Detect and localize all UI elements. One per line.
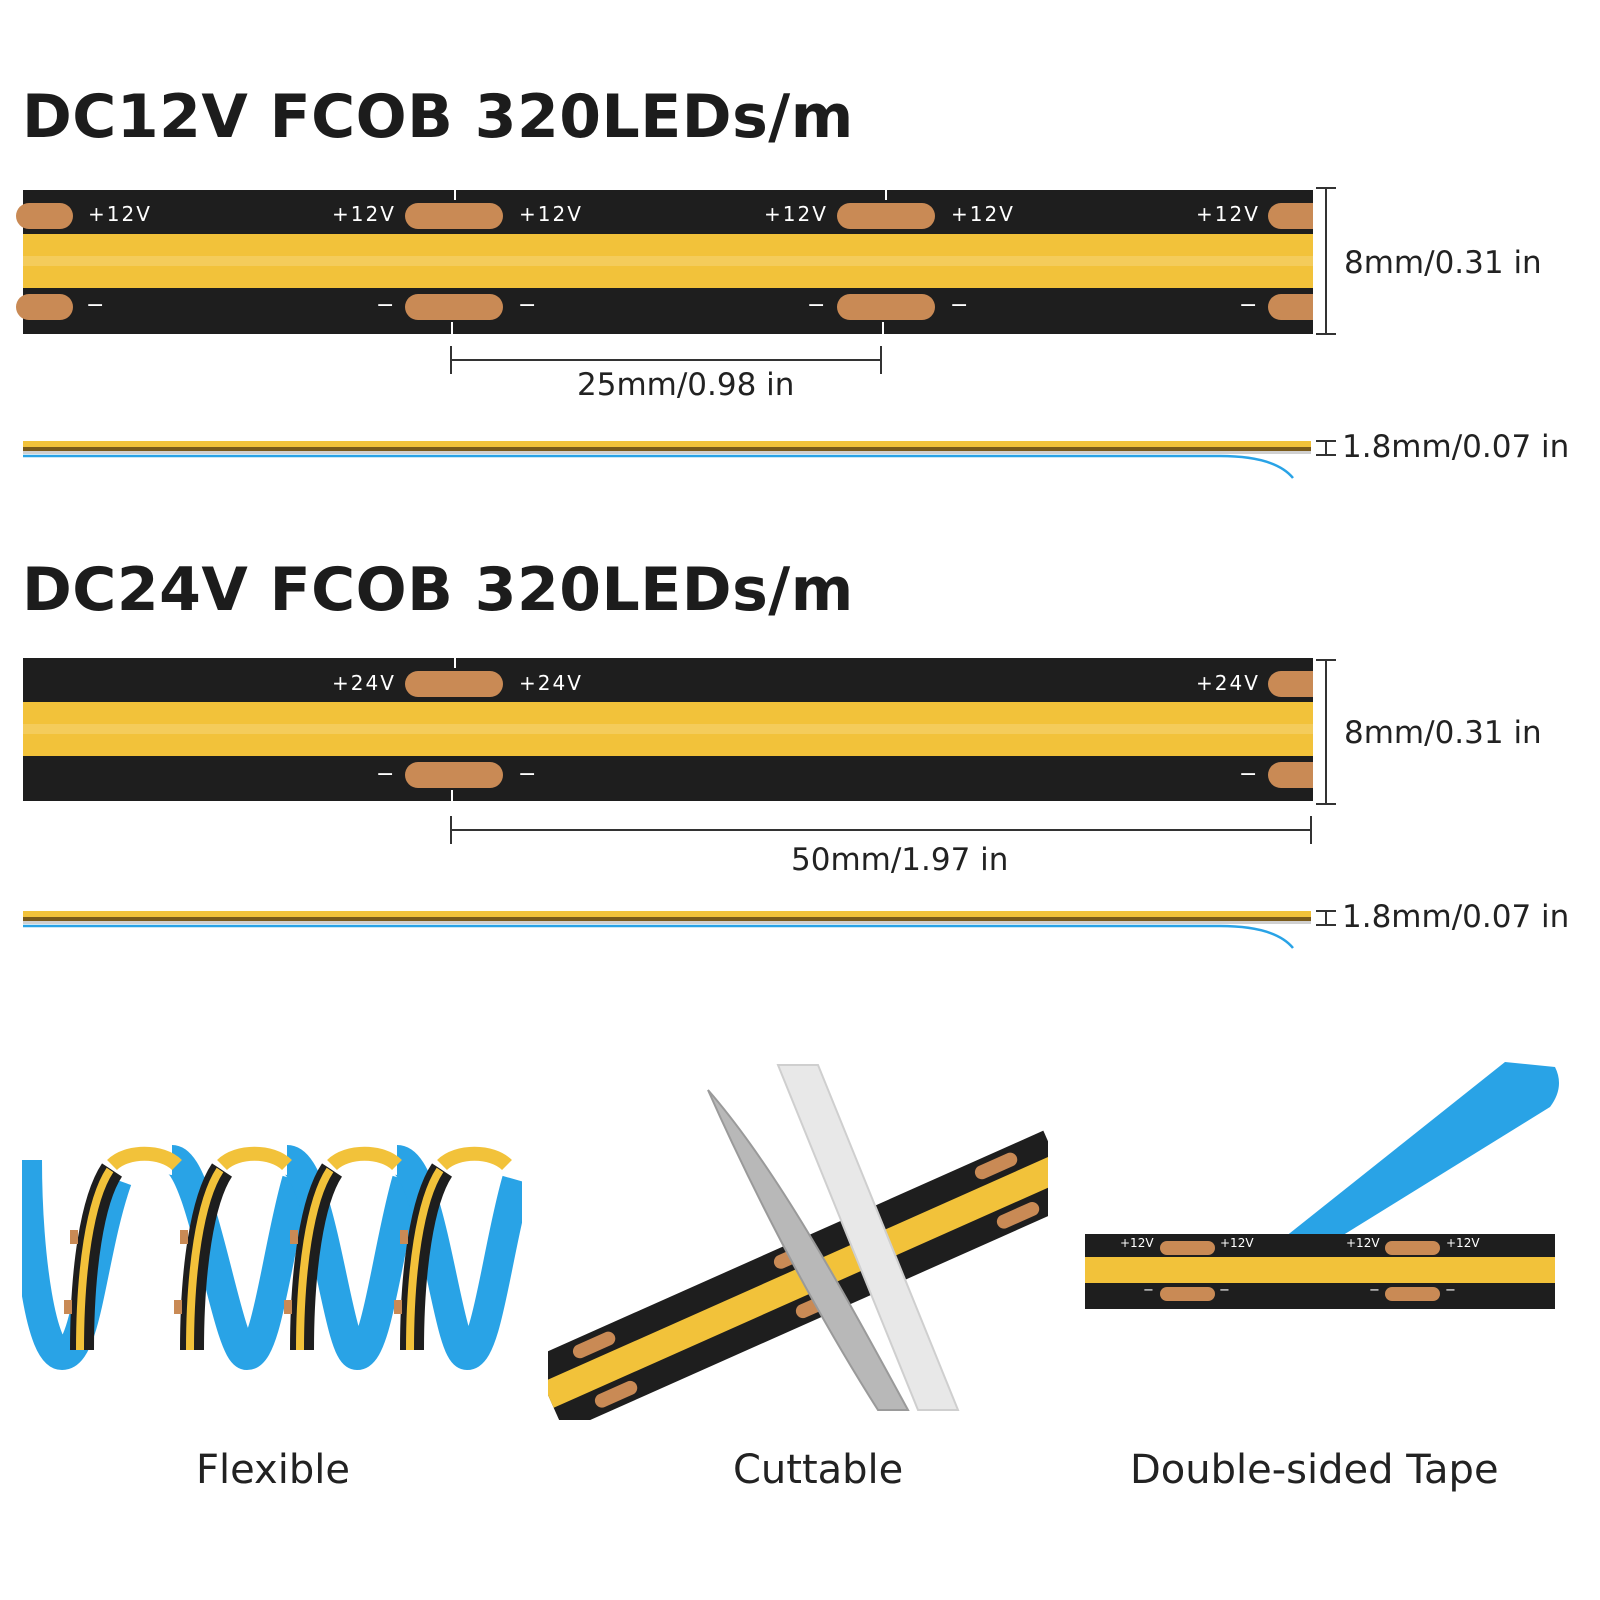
strip-12v-minus-label: − [376,293,395,318]
strip-24v-width-label: 8mm/0.31 in [1344,715,1542,751]
strip-12v-plus-label: +12V [951,202,1015,226]
strip-12v-minus-label: − [1239,293,1258,318]
adhesive-backing-icon [1085,1062,1559,1309]
coiled-strip-icon [22,1145,522,1371]
strip-24v-minus-label: − [1239,762,1258,787]
strip-24v-top-view [23,654,1336,844]
strip-24v-cut-length-label: 50mm/1.97 in [791,842,1009,878]
strip-12v-minus-label: − [518,293,537,318]
mini-strip-minus-label: − [1369,1283,1380,1298]
section-24v-title: DC24V FCOB 320LEDs/m [22,555,854,625]
strip-12v-top-view [16,186,1336,374]
section-12v-title: DC12V FCOB 320LEDs/m [22,82,854,152]
strip-12v-width-label: 8mm/0.31 in [1344,245,1542,281]
strip-12v-minus-label: − [86,293,105,318]
strip-12v-minus-label: − [807,293,826,318]
feature-cuttable-label: Cuttable [733,1447,904,1493]
strip-24v-minus-label: − [376,762,395,787]
mini-strip-plus-label: +12V [1220,1236,1254,1250]
strip-24v-thickness-label: 1.8mm/0.07 in [1342,899,1570,935]
mini-strip-minus-label: − [1143,1283,1154,1298]
feature-flexible-label: Flexible [196,1447,350,1493]
strip-24v-plus-label: +24V [332,671,396,695]
strip-24v-minus-label: − [518,762,537,787]
scissors-cutting-strip-icon [548,1064,1048,1420]
strip-12v-plus-label: +12V [1196,202,1260,226]
strip-12v-plus-label: +12V [519,202,583,226]
mini-strip-minus-label: − [1445,1283,1456,1298]
strip-24v-side-view [23,910,1336,949]
mini-strip-minus-label: − [1219,1283,1230,1298]
strip-24v-plus-label: +24V [519,671,583,695]
feature-double-sided-tape-label: Double-sided Tape [1130,1447,1499,1493]
mini-strip-plus-label: +12V [1446,1236,1480,1250]
strip-12v-plus-label: +12V [88,202,152,226]
strip-24v-plus-label: +24V [1196,671,1260,695]
strip-12v-minus-label: − [950,293,969,318]
mini-strip-plus-label: +12V [1120,1236,1154,1250]
strip-12v-plus-label: +12V [332,202,396,226]
mini-strip-plus-label: +12V [1346,1236,1380,1250]
strip-12v-plus-label: +12V [764,202,828,226]
strip-12v-thickness-label: 1.8mm/0.07 in [1342,429,1570,465]
strip-12v-cut-length-label: 25mm/0.98 in [577,367,795,403]
strip-12v-side-view [23,440,1336,479]
